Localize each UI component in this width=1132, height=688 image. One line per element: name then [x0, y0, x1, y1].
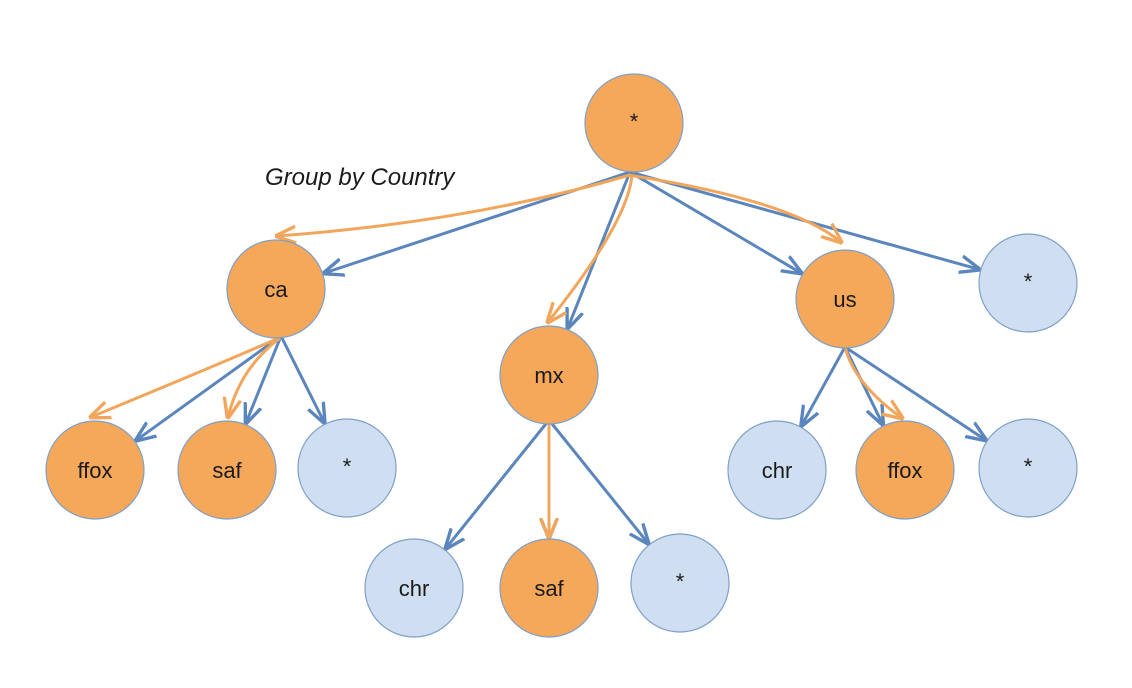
edge-mx-to-mx-all	[547, 419, 648, 543]
edge-ca-to-ca-all	[279, 335, 324, 422]
node-circle-mx-saf	[499, 538, 599, 638]
node-us: us	[795, 249, 895, 349]
node-circle-root	[584, 73, 684, 173]
edge-us-to-us-chr	[802, 346, 847, 425]
node-label-root: *	[630, 109, 639, 134]
node-mx-all: *	[630, 533, 730, 633]
node-label-us-ffox: ffox	[887, 458, 922, 483]
node-circle-us-chr	[727, 420, 827, 520]
edge-root-to-us	[629, 170, 801, 273]
node-label-mx: mx	[534, 363, 563, 388]
node-ca-saf: saf	[177, 420, 277, 520]
node-label-us-chr: chr	[762, 458, 793, 483]
highlighted-paths-layer	[91, 173, 902, 537]
node-label-ca-all: *	[343, 454, 352, 479]
group-by-caption: Group by Country	[265, 164, 456, 191]
node-circle-ca	[226, 239, 326, 339]
node-circle-ca-saf	[177, 420, 277, 520]
nodes-layer: * ca mx us * ffox saf * chr saf * chr ffox *	[45, 73, 1078, 638]
node-us-ffox: ffox	[855, 420, 955, 520]
node-label-us: us	[833, 287, 856, 312]
node-ca-ffox: ffox	[45, 420, 145, 520]
highlight-path-ca-to-ca-ffox	[91, 336, 280, 417]
edge-ca-to-ca-saf	[246, 335, 283, 423]
node-country-all: *	[978, 233, 1078, 333]
node-label-ca-saf: saf	[212, 458, 242, 483]
node-circle-ca-ffox	[45, 420, 145, 520]
highlight-path-us-to-us-ffox	[843, 346, 902, 418]
node-circle-mx-chr	[364, 538, 464, 638]
node-label-mx-all: *	[676, 569, 685, 594]
highlight-path-root-to-mx	[548, 174, 634, 322]
node-label-us-all: *	[1024, 454, 1033, 479]
edge-ca-to-ca-ffox	[136, 334, 282, 440]
highlight-path-root-to-us	[627, 173, 841, 242]
node-circle-us-ffox	[855, 420, 955, 520]
edge-us-to-us-all	[844, 345, 985, 440]
node-circle-country-all	[978, 233, 1078, 333]
highlight-path-root-to-ca	[277, 173, 631, 236]
node-ca: ca	[226, 239, 326, 339]
node-mx-chr: chr	[364, 538, 464, 638]
edge-mx-to-mx-chr	[446, 419, 551, 548]
node-root: *	[584, 73, 684, 173]
edges-layer	[136, 170, 985, 548]
node-label-mx-saf: saf	[534, 576, 564, 601]
node-circle-mx-all	[630, 533, 730, 633]
node-mx-saf: saf	[499, 538, 599, 638]
node-ca-all: *	[297, 418, 397, 518]
node-mx: mx	[499, 325, 599, 425]
node-label-ca-ffox: ffox	[77, 458, 112, 483]
node-circle-ca-all	[297, 418, 397, 518]
highlight-path-ca-to-ca-saf	[228, 336, 281, 417]
node-label-mx-chr: chr	[399, 576, 430, 601]
node-us-chr: chr	[727, 420, 827, 520]
node-circle-us	[795, 249, 895, 349]
node-circle-mx	[499, 325, 599, 425]
node-circle-us-all	[978, 418, 1078, 518]
node-label-country-all: *	[1024, 269, 1033, 294]
node-us-all: *	[978, 418, 1078, 518]
node-label-ca: ca	[264, 277, 288, 302]
